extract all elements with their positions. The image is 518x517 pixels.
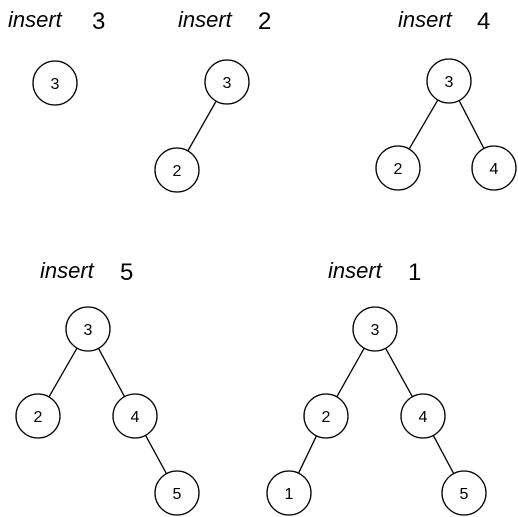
tree-node-circle: [154, 147, 200, 193]
step-5: insert 1 3 2 4 1 5: [266, 258, 487, 516]
step-label-operation: insert: [328, 258, 383, 283]
tree-node-value: 3: [51, 76, 60, 93]
tree-node-value: 2: [34, 409, 43, 426]
tree-node: 2: [375, 145, 421, 191]
tree-node: 4: [112, 393, 158, 439]
tree-node: 3: [352, 306, 398, 352]
tree-edge: [48, 347, 78, 398]
tree-edge: [144, 435, 168, 474]
tree-node: 5: [154, 470, 200, 516]
tree-node-value: 3: [84, 322, 93, 339]
step-label-operation: insert: [40, 258, 95, 283]
tree-node-value: 2: [394, 161, 403, 178]
tree-node-value: 5: [173, 486, 182, 503]
tree-edge: [336, 347, 365, 398]
tree-node-value: 3: [371, 322, 380, 339]
tree-node: 4: [400, 393, 446, 439]
tree-node-circle: [154, 470, 200, 516]
tree-node: 3: [204, 59, 250, 105]
tree-edge: [432, 435, 455, 474]
step-1: insert 3 3: [8, 7, 105, 106]
tree-node-circle: [441, 470, 487, 516]
tree-node-value: 4: [131, 409, 140, 426]
step-4: insert 5 3 2 4 5: [15, 258, 200, 516]
tree-edge: [297, 435, 318, 474]
tree-node: 3: [65, 306, 111, 352]
tree-edge: [97, 348, 126, 397]
tree-edge: [187, 100, 217, 152]
tree-node-circle: [65, 306, 111, 352]
tree-node-circle: [112, 393, 158, 439]
step-3: insert 4 3 2 4: [375, 7, 517, 191]
tree-node-circle: [15, 393, 61, 439]
tree-node-circle: [266, 470, 312, 516]
tree-node-value: 4: [490, 161, 499, 178]
tree-node-value: 5: [460, 486, 469, 503]
tree-node: 2: [303, 393, 349, 439]
tree-node: 2: [154, 147, 200, 193]
tree-node-value: 2: [322, 409, 331, 426]
tree-node-circle: [400, 393, 446, 439]
tree-node-value: 3: [445, 74, 454, 91]
step-label-value: 3: [92, 8, 105, 35]
tree-node-circle: [303, 393, 349, 439]
tree-node: 5: [441, 470, 487, 516]
tree-edge: [408, 99, 439, 150]
tree-node-circle: [204, 59, 250, 105]
step-label-value: 5: [120, 259, 133, 286]
tree-node: 1: [266, 470, 312, 516]
tree-node-value: 4: [419, 409, 428, 426]
tree-node-value: 1: [285, 486, 294, 503]
step-2: insert 2 3 2: [154, 7, 271, 193]
step-label-operation: insert: [178, 7, 233, 32]
tree-node-value: 3: [223, 75, 232, 92]
step-label-value: 2: [258, 8, 271, 35]
tree-node: 3: [426, 58, 472, 104]
tree-node: 4: [471, 145, 517, 191]
step-label-operation: insert: [8, 7, 63, 32]
tree-node-circle: [352, 306, 398, 352]
tree-node-circle: [375, 145, 421, 191]
tree-node-circle: [426, 58, 472, 104]
tree-edge: [385, 347, 413, 398]
tree-node-value: 2: [173, 163, 182, 180]
tree-node: 3: [32, 60, 78, 106]
step-label-operation: insert: [398, 7, 453, 32]
tree-node: 2: [15, 393, 61, 439]
step-label-value: 4: [477, 8, 490, 35]
tree-edge: [458, 100, 485, 149]
tree-node-circle: [32, 60, 78, 106]
step-label-value: 1: [408, 259, 421, 286]
tree-node-circle: [471, 145, 517, 191]
